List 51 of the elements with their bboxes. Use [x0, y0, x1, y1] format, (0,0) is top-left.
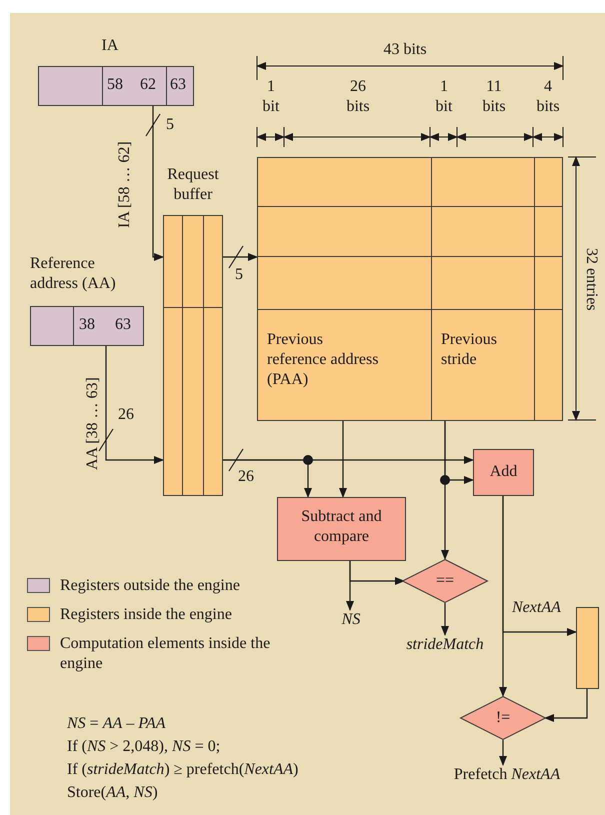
- legend-label: Registers inside the engine: [60, 605, 233, 625]
- bit-position: 63: [115, 315, 131, 335]
- formula-line: Store(AA, NS): [67, 783, 158, 803]
- bit-position: 58: [107, 75, 123, 95]
- arrow: [222, 459, 312, 498]
- decision-diamond: !=: [460, 696, 546, 740]
- dimension-label: 26 bits: [345, 77, 371, 117]
- arrow: [499, 740, 507, 766]
- edge-label: 26: [118, 405, 134, 425]
- bit-position: 38: [79, 315, 95, 335]
- buffer-label: Request buffer: [166, 165, 220, 205]
- formula-line: If (NS > 2,048), NS = 0;: [67, 737, 220, 757]
- dimension-label: 1 bit: [262, 77, 280, 117]
- arrow: [349, 561, 405, 585]
- formula-line: NS = AA – PAA: [67, 714, 166, 734]
- arrow: [499, 495, 507, 697]
- stride-table: [257, 157, 563, 421]
- arrow: [339, 420, 347, 498]
- edge-label: 26: [238, 467, 254, 487]
- output-label: Prefetch NextAA: [432, 765, 582, 787]
- dimension-label: 11 bits: [481, 77, 507, 117]
- process-box: Subtract and compare: [277, 497, 406, 561]
- formula-line: If (strideMatch) ≥ prefetch(NextAA): [67, 760, 298, 780]
- arrow: [146, 105, 164, 261]
- register-label: Reference address (AA): [30, 254, 117, 294]
- signal-label: AA [38 … 63]: [83, 377, 102, 470]
- dimension-label: 1 bit: [434, 77, 454, 117]
- register-bar: [576, 607, 599, 689]
- register-label: IA: [100, 36, 120, 56]
- edge-label: NextAA: [512, 598, 561, 618]
- bit-position: 62: [140, 75, 156, 95]
- process-box: Add: [473, 449, 534, 496]
- signal-label: strideMatch: [390, 635, 500, 657]
- signal-label: IA [58 … 62]: [115, 141, 134, 228]
- arrow: [222, 246, 258, 268]
- signal-label: NS: [334, 610, 368, 632]
- bit-position: 63: [170, 75, 186, 95]
- dimension-label: 43 bits: [382, 40, 428, 60]
- decision-diamond: ==: [402, 559, 488, 603]
- field-label: Previous reference address (PAA): [267, 330, 379, 390]
- field-label: Previous stride: [441, 330, 498, 370]
- arrow: [98, 345, 164, 464]
- arrow: [444, 420, 474, 484]
- edge-label: 5: [166, 115, 174, 135]
- legend-label: Computation elements inside the engine: [60, 634, 272, 674]
- dimension-label: 32 entries: [582, 248, 601, 311]
- edge-label: 5: [235, 265, 243, 285]
- arrow: [544, 688, 588, 722]
- dimension-label: 4 bits: [536, 77, 560, 117]
- arrow: [441, 603, 449, 636]
- legend-label: Registers outside the engine: [60, 576, 241, 596]
